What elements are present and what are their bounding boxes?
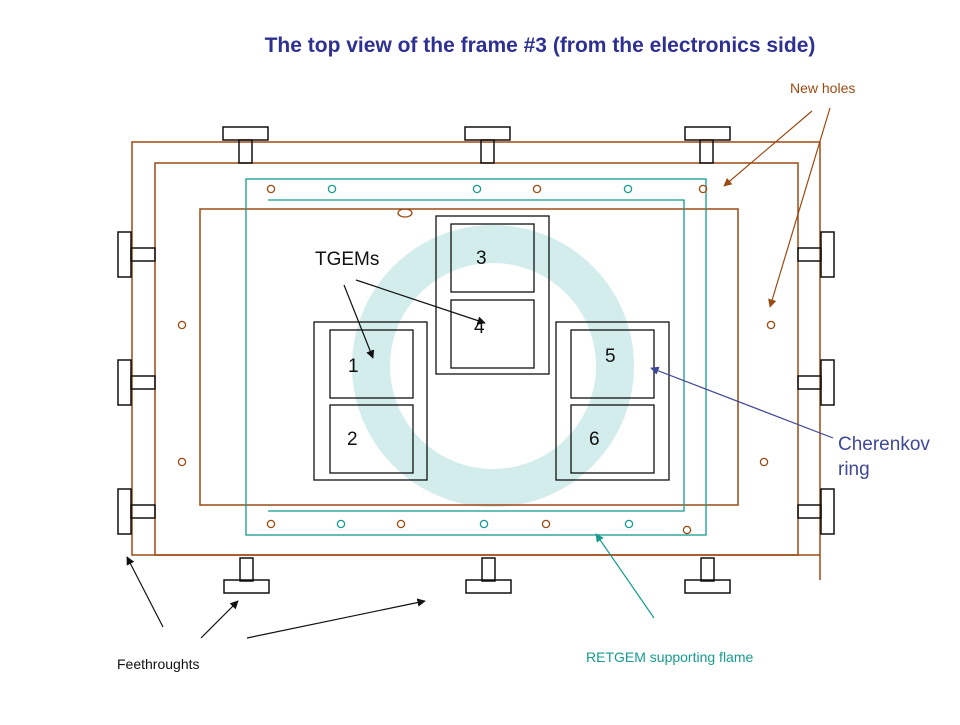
retgem-frame [245,178,707,536]
tgem-number-3: 3 [476,248,487,269]
tgems-label: TGEMs [315,249,380,270]
tgem-number-2: 2 [347,429,358,450]
retgem-arrow [595,533,655,619]
tgem-number-6: 6 [589,429,600,450]
feedthroughs-label: Feethroughts [117,656,200,672]
new-holes-arrow-1 [723,110,813,187]
outer-frame [131,141,821,580]
cherenkov-label-line2: ring [838,459,870,480]
mounting-holes [177,184,776,535]
retgem-label: RETGEM supporting flame [586,649,754,665]
feedthrough-arrow-1 [126,556,164,628]
new-holes-arrow-2 [768,107,831,308]
tgem-modules [313,215,670,481]
diagram-title: The top view of the frame #3 (from the e… [264,34,816,57]
tgems-arrow-2 [355,279,486,325]
tgem-number-4: 4 [474,317,485,338]
cherenkov-ring [352,225,634,507]
cherenkov-arrow [650,366,834,439]
cherenkov-label-line1: Cherenkov [838,434,930,455]
tgems-arrow-1 [343,284,375,359]
feedthrough-connectors [117,126,835,594]
tgem-number-5: 5 [605,346,616,367]
annotation-arrows [126,107,834,639]
new-holes-label: New holes [790,80,856,96]
feedthrough-arrow-2 [200,600,239,639]
feedthrough-arrow-3 [246,598,426,639]
cherenkov-ring-label: Cherenkov ring [838,432,930,482]
tgem-number-1: 1 [348,356,359,377]
